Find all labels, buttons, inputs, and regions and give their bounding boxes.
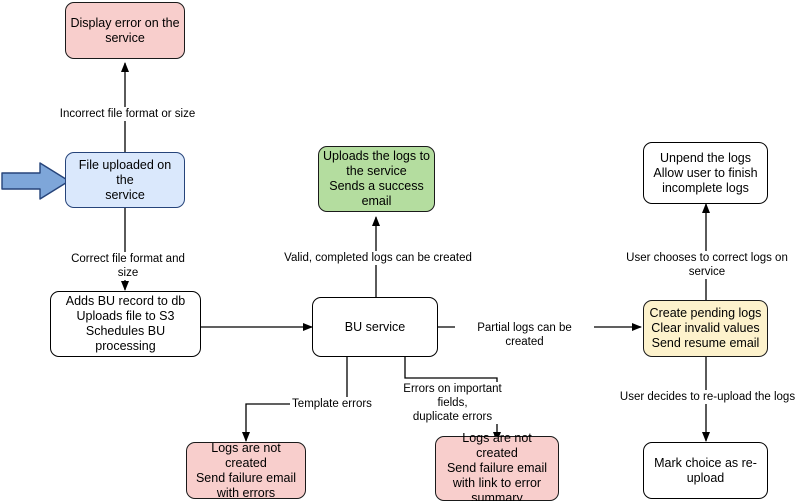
node-uploads-logs[interactable]: Uploads the logs to the service Sends a … [318, 146, 435, 212]
node-logs-not-created-summary[interactable]: Logs are not created Send failure email … [435, 431, 559, 501]
edge-label-partial-logs: Partial logs can be created [455, 321, 594, 349]
edge-label-incorrect-format: Incorrect file format or size [57, 107, 198, 121]
node-bu-service[interactable]: BU service [312, 297, 438, 357]
edge-label-template-errors: Template errors [290, 397, 374, 411]
edge-label-user-corrects: User chooses to correct logs on service [609, 251, 801, 279]
edge-label-user-reuploads: User decides to re-upload the logs [617, 390, 798, 404]
node-unpend-logs[interactable]: Unpend the logs Allow user to finish inc… [643, 142, 768, 204]
node-mark-choice[interactable]: Mark choice as re- upload [643, 442, 768, 499]
entry-arrow-icon [1, 162, 70, 200]
node-adds-bu-record[interactable]: Adds BU record to db Uploads file to S3 … [50, 291, 201, 357]
node-logs-not-created-errors[interactable]: Logs are not created Send failure email … [186, 441, 306, 500]
edge-label-important-errors: Errors on important fields, duplicate er… [391, 382, 514, 424]
node-display-error[interactable]: Display error on the service [65, 2, 185, 59]
edge-label-correct-format: Correct file format and size [58, 252, 198, 280]
edge-label-valid-logs: Valid, completed logs can be created [281, 251, 475, 265]
node-file-uploaded[interactable]: File uploaded on the service [65, 152, 185, 208]
node-create-pending-logs[interactable]: Create pending logs Clear invalid values… [643, 300, 768, 357]
